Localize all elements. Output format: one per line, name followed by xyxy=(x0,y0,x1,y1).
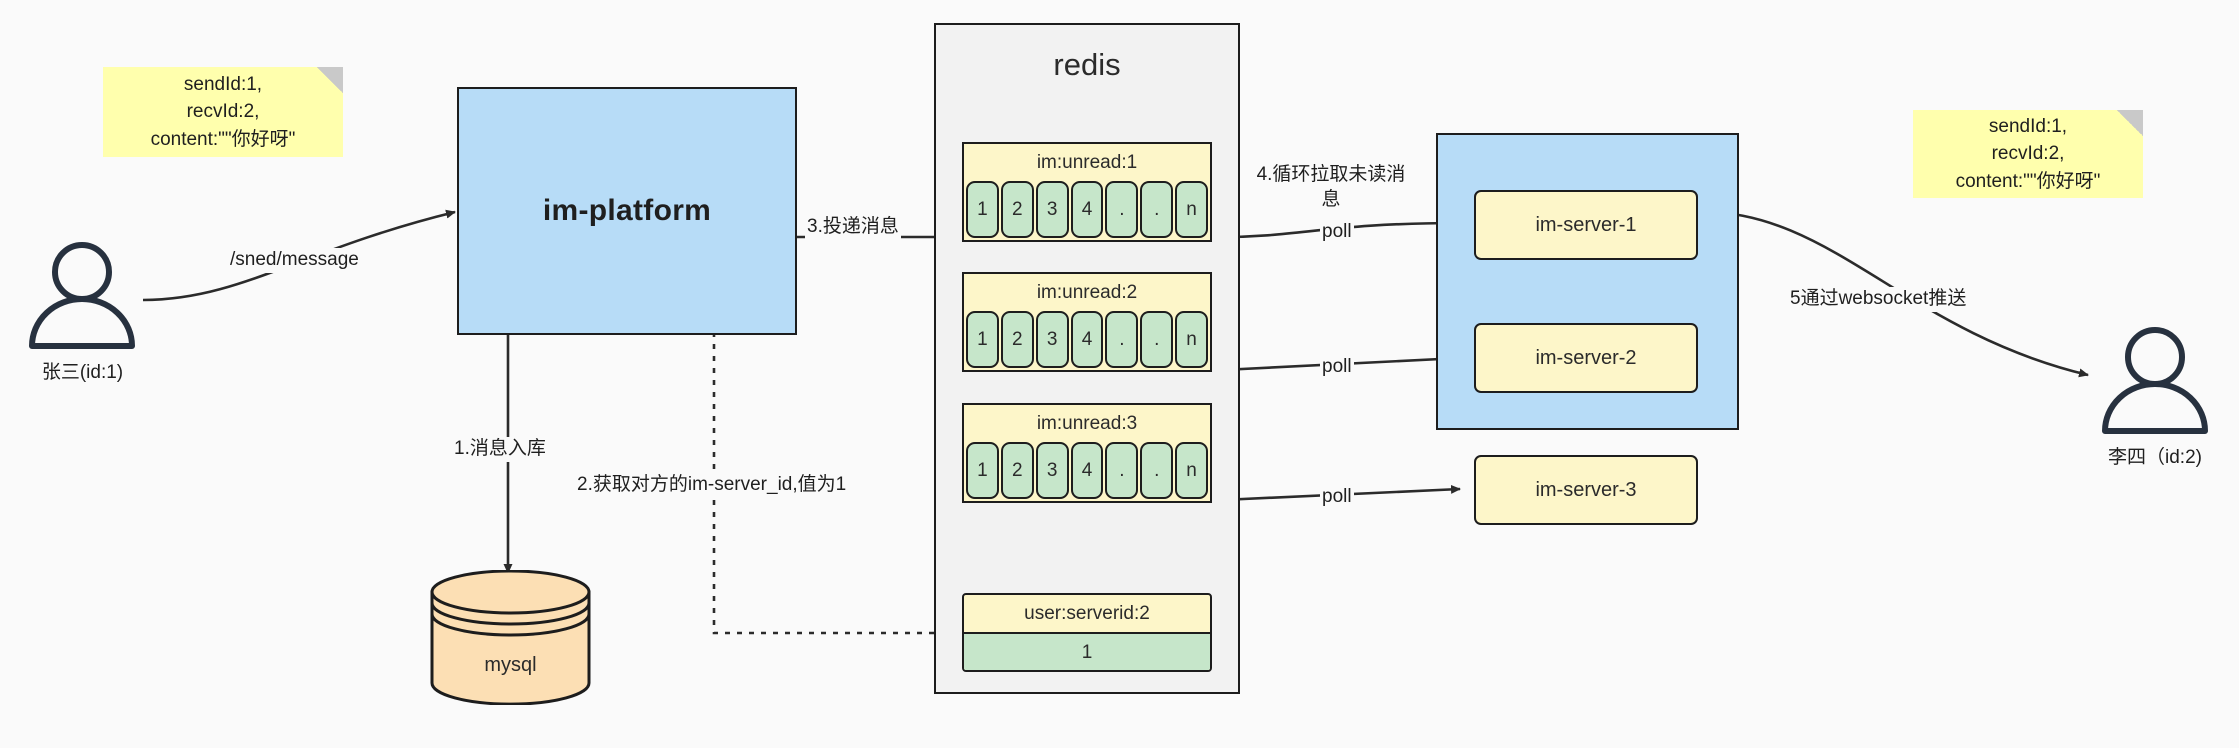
im-server-3-node[interactable]: im-server-3 xyxy=(1474,455,1698,525)
edge-label-step2-lookup: 2.获取对方的im-server_id,值为1 xyxy=(575,473,849,498)
queue-cell: 3 xyxy=(1035,181,1069,238)
queue-cell: . xyxy=(1140,181,1174,238)
im-platform-label: im-platform xyxy=(542,194,712,227)
database-cylinder-icon xyxy=(430,570,591,705)
request-note-text: sendId:1, recvId:2, content:""你好呀" xyxy=(150,73,296,150)
request-payload-note: sendId:1, recvId:2, content:""你好呀" xyxy=(103,67,343,157)
mysql-label: mysql xyxy=(484,654,537,676)
edge-label-step3-deliver: 3.投递消息 xyxy=(805,215,901,240)
push-payload-note: sendId:1, recvId:2, content:""你好呀" xyxy=(1913,110,2143,198)
edge-redis-kv-to-platform xyxy=(709,324,958,635)
edge-label-step1-persist: 1.消息入库 xyxy=(452,437,548,462)
edge-label-poll-1: poll xyxy=(1320,220,1354,245)
sender-label: 张三(id:1) xyxy=(41,362,124,383)
im-server-1-label: im-server-1 xyxy=(1535,213,1637,236)
queue-cell: 2 xyxy=(1000,181,1034,238)
queue-cell: . xyxy=(1140,442,1174,499)
queue-cell: . xyxy=(1105,181,1139,238)
queue-key-label: im:unread:2 xyxy=(1036,281,1138,303)
queue-cell: 3 xyxy=(1035,442,1069,499)
queue-cell: 3 xyxy=(1035,311,1069,368)
sender-user-icon xyxy=(29,242,135,349)
receiver-label: 李四（id:2) xyxy=(2108,447,2202,468)
redis-queue-im-unread-1[interactable]: im:unread:1 1 2 3 4 . . n xyxy=(962,142,1212,242)
edge-label-send-message: /sned/message xyxy=(228,248,361,273)
im-server-1-node[interactable]: im-server-1 xyxy=(1474,190,1698,260)
redis-title: redis xyxy=(1053,47,1121,82)
im-server-2-label: im-server-2 xyxy=(1535,346,1637,369)
queue-cell: . xyxy=(1105,311,1139,368)
redis-kv-key: user:serverid:2 xyxy=(1024,602,1150,624)
queue-key-label: im:unread:3 xyxy=(1036,412,1138,434)
note-folded-corner-icon xyxy=(2117,110,2143,136)
redis-kv-value: 1 xyxy=(964,632,1210,670)
queue-cell: . xyxy=(1140,311,1174,368)
queue-cell: 1 xyxy=(966,181,999,238)
edge-label-step4-poll-loop: 4.循环拉取未读消 息 xyxy=(1249,163,1413,213)
redis-queue-im-unread-2[interactable]: im:unread:2 1 2 3 4 . . n xyxy=(962,272,1212,372)
im-server-3-label: im-server-3 xyxy=(1535,478,1637,501)
edge-server1-to-receiver xyxy=(1689,210,2089,378)
queue-cell: 2 xyxy=(1000,311,1034,368)
queue-cell: 4 xyxy=(1070,181,1104,238)
edge-label-poll-3: poll xyxy=(1320,485,1354,510)
queue-cell: 1 xyxy=(966,442,999,499)
queue-cell: . xyxy=(1105,442,1139,499)
edge-label-poll-2: poll xyxy=(1320,355,1354,380)
queue-cell: 4 xyxy=(1070,311,1104,368)
queue-key-label: im:unread:1 xyxy=(1036,151,1138,173)
queue-cell: 1 xyxy=(966,311,999,368)
receiver-user-icon xyxy=(2102,327,2208,434)
queue-cell: n xyxy=(1175,442,1209,499)
redis-kv-user-serverid[interactable]: user:serverid:2 1 xyxy=(962,593,1212,672)
redis-queue-im-unread-3[interactable]: im:unread:3 1 2 3 4 . . n xyxy=(962,403,1212,503)
note-folded-corner-icon xyxy=(317,67,343,93)
queue-cell: n xyxy=(1175,181,1209,238)
edge-label-step5-push: 5通过websocket推送 xyxy=(1788,287,1969,312)
queue-cell: 2 xyxy=(1000,442,1034,499)
mysql-database[interactable]: mysql xyxy=(428,570,593,705)
queue-cell: 4 xyxy=(1070,442,1104,499)
im-server-2-node[interactable]: im-server-2 xyxy=(1474,323,1698,393)
queue-cell: n xyxy=(1175,311,1209,368)
im-platform-box[interactable]: im-platform xyxy=(457,87,797,335)
push-note-text: sendId:1, recvId:2, content:""你好呀" xyxy=(1955,115,2101,192)
